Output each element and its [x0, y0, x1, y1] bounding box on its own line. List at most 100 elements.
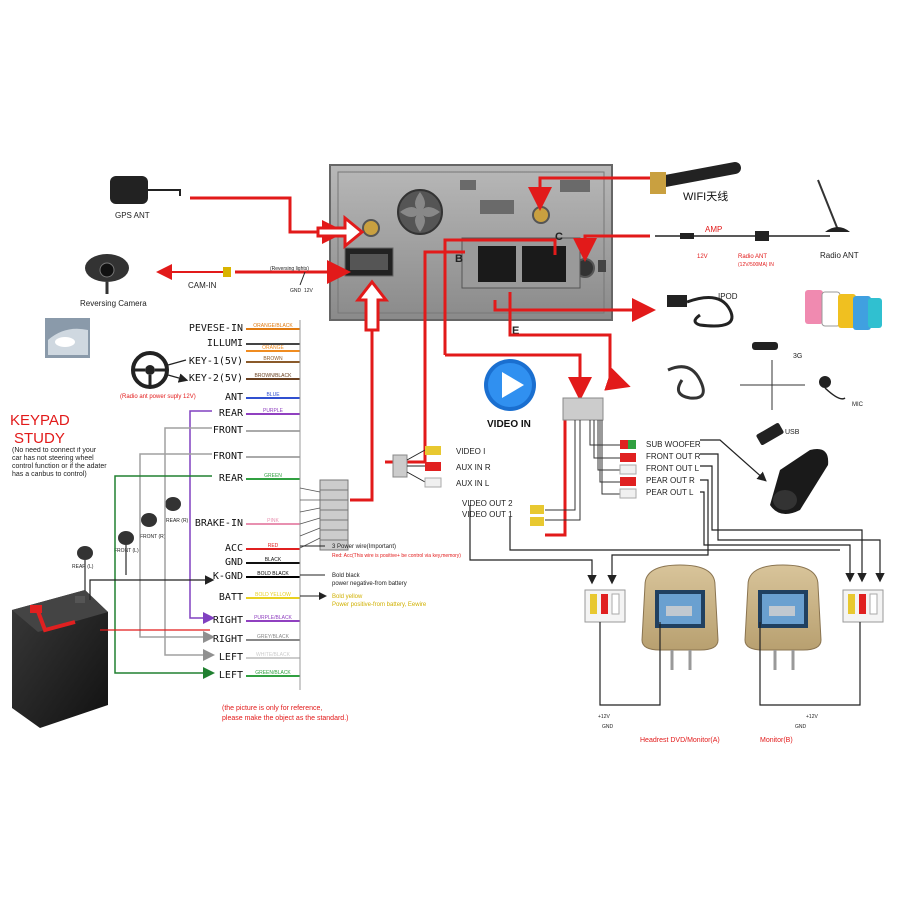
video-in-icon	[484, 359, 536, 411]
ipod-devices	[805, 290, 882, 330]
harness-label: REAR	[219, 473, 244, 484]
harness-wire-color: BROWN/BLACK	[255, 373, 293, 379]
ipod-cable	[667, 295, 734, 328]
harness-wire-color: WHITE/BLACK	[256, 652, 291, 658]
aux-in-r-label: AUX IN R	[456, 463, 491, 472]
wifi-jack	[532, 206, 550, 224]
audio-out-2: FRONT OUT L	[646, 464, 700, 473]
radio-antenna	[817, 179, 850, 232]
car-photo	[45, 318, 90, 358]
cam-gnd-label: GND	[290, 288, 302, 294]
harness-label: KEY-1(5V)	[189, 356, 243, 367]
audio-out-4: PEAR OUT L	[646, 488, 694, 497]
amp-label: AMP	[705, 225, 722, 234]
harness-label: RIGHT	[213, 615, 243, 626]
harness-wire-color: GREEN	[264, 473, 282, 479]
harness-wire-color: PURPLE	[263, 408, 284, 414]
wifi-label: WIFI天线	[683, 189, 728, 203]
av-input-rcas	[392, 446, 442, 488]
power-note-batt-1: Bold yellow	[332, 594, 363, 600]
car-battery	[12, 590, 108, 728]
headrest-monitor-b	[744, 564, 822, 670]
harness-label: REAR	[219, 408, 244, 419]
mic	[819, 376, 846, 400]
av-output-hub	[562, 397, 604, 421]
video-out-2-label: VIDEO OUT 2	[462, 499, 513, 508]
harness-label: ANT	[225, 392, 243, 403]
amp-12v-label: 12V	[697, 254, 708, 260]
harness-label: ILLUMI	[207, 338, 243, 349]
audio-out-0: SUB WOOFER	[646, 440, 701, 449]
gps-antenna	[110, 176, 181, 204]
steering-wheel-icon	[131, 351, 169, 389]
unit-letter-b: B	[455, 253, 463, 265]
keypad-note: (No need to connect if your car has not …	[12, 447, 107, 478]
reversing-camera-label: Reversing Camera	[80, 299, 147, 308]
ipod-label: IPOD	[718, 292, 738, 301]
reference-note-2: please make the object as the standard.)	[222, 715, 348, 722]
usb-stick	[756, 423, 784, 445]
audio-out-3: PEAR OUT R	[646, 476, 695, 485]
power-note-acc: Red: Acc(This wire is positive+ be contr…	[332, 553, 461, 559]
gps-jack	[362, 219, 380, 237]
radio-ant-power-supply-note: (Radio ant power suply 12V)	[120, 394, 196, 400]
harness-label: LEFT	[219, 670, 243, 681]
speakers	[77, 497, 181, 560]
harness-label: BATT	[219, 592, 243, 603]
cam-12v-label: 12V	[304, 288, 314, 294]
gps-arrow	[316, 214, 365, 250]
audio-out-1: FRONT OUT R	[646, 452, 701, 461]
harness-wire-color: PURPLE/BLACK	[254, 615, 292, 621]
harness-wire-color: ORANGE	[262, 345, 284, 351]
harness-label: PEVESE-IN	[189, 323, 243, 334]
monitor-b-rcas	[842, 589, 884, 623]
harness-wire-color: BOLD BLACK	[257, 571, 289, 577]
3g-dongle	[752, 342, 778, 350]
3g-label: 3G	[793, 353, 802, 360]
harness-label: GND	[225, 557, 243, 568]
subwoofer	[770, 449, 829, 514]
power-note-gnd-2: power negative-from battery	[332, 581, 407, 587]
video-input-label: VIDEO I	[456, 447, 485, 456]
harness-label: FRONT	[213, 425, 243, 436]
keypad-title-2: STUDY	[14, 430, 65, 447]
harness-wire-color: RED	[268, 543, 279, 549]
unit-letter-e: E	[512, 325, 519, 337]
speaker-rear-l: REAR (L)	[72, 564, 94, 570]
harness-label: K-GND	[213, 571, 243, 582]
monitor-a-label: Headrest DVD/Monitor(A)	[640, 737, 720, 744]
fan-icon	[397, 189, 443, 235]
harness-label: KEY-2(5V)	[189, 373, 243, 384]
harness-arrow	[354, 279, 390, 332]
speaker-rear-r: REAR (R)	[166, 518, 189, 524]
harness-wire-color: ORANGE/BLACK	[253, 323, 293, 329]
harness-label: LEFT	[219, 652, 243, 663]
keypad-title-1: KEYPAD	[10, 412, 70, 429]
harness-wire-color: GREEN/BLACK	[255, 670, 291, 676]
speaker-front-r: FRONT (R)	[140, 534, 166, 540]
monitor-a-12v: +12V	[598, 714, 610, 720]
harness-label: ACC	[225, 543, 243, 554]
audio-out-rcas	[619, 440, 637, 499]
monitor-b-12v: +12V	[806, 714, 818, 720]
radio-ant-power-label: Radio ANT	[738, 254, 767, 260]
reversing-lights-label: (Reversing lights)	[270, 266, 309, 272]
harness-wire-color: PINK	[267, 518, 279, 524]
aux-cable	[667, 365, 705, 400]
power-note-gnd-1: Bold black	[332, 573, 361, 579]
radio-ant-label: Radio ANT	[820, 251, 859, 260]
gps-ant-label: GPS ANT	[115, 211, 150, 220]
unit-letter-c: C	[555, 231, 563, 243]
video-out-1-label: VIDEO OUT 1	[462, 510, 513, 519]
harness-wire-color: BOLD YELLOW	[255, 592, 291, 598]
reference-note-1: (the picture is only for reference,	[222, 705, 322, 712]
monitor-b-gnd: GND	[795, 724, 807, 730]
harness-wire-color: BLACK	[265, 557, 282, 563]
usb-label: USB	[785, 429, 800, 436]
harness-label: FRONT	[213, 451, 243, 462]
harness-wire-color: BLUE	[266, 392, 280, 398]
harness-label: BRAKE-IN	[195, 518, 243, 529]
aux-in-l-label: AUX IN L	[456, 479, 490, 488]
